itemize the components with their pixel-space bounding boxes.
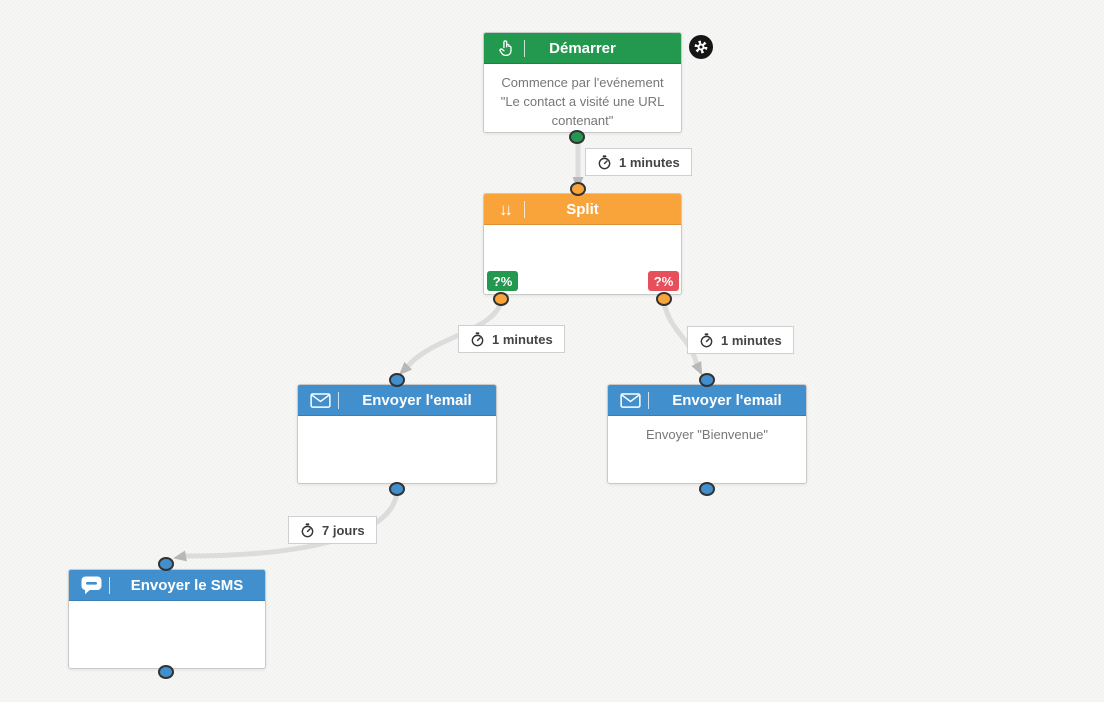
node-split[interactable]: ↓↓ Split ?% ?% [483, 193, 682, 295]
endpoint-email-left-output[interactable] [389, 482, 405, 496]
header-divider [524, 200, 525, 218]
node-email-right-header: Envoyer l'email [608, 385, 806, 416]
node-sms[interactable]: Envoyer le SMS [68, 569, 266, 669]
node-email-right-body: Envoyer "Bienvenue" [646, 427, 768, 442]
node-start-title: Démarrer [549, 39, 616, 57]
wait-label-email-sms[interactable]: 7 jours [288, 516, 377, 544]
node-sms-body [69, 601, 265, 668]
node-start-body: Commence par l'evénement "Le contact a v… [500, 75, 665, 128]
stopwatch-icon [301, 522, 314, 537]
wait-label-split-left[interactable]: 1 minutes [458, 325, 565, 353]
envelope-icon [616, 392, 644, 408]
node-email-right[interactable]: Envoyer l'email Envoyer "Bienvenue" [607, 384, 807, 484]
endpoint-email-right-output[interactable] [699, 482, 715, 496]
stopwatch-icon [598, 154, 611, 169]
speech-bubble-icon [77, 576, 105, 595]
stopwatch-icon [700, 332, 713, 347]
node-split-header: ↓↓ Split [484, 194, 681, 225]
stopwatch-icon [471, 331, 484, 346]
header-divider [109, 576, 110, 594]
envelope-icon [306, 392, 334, 408]
endpoint-email-right-input[interactable] [699, 373, 715, 387]
node-email-left-header: Envoyer l'email [298, 385, 496, 416]
wait-label-split-right[interactable]: 1 minutes [687, 326, 794, 354]
node-email-left-title: Envoyer l'email [362, 391, 472, 409]
node-split-title: Split [566, 200, 599, 218]
header-divider [524, 39, 525, 57]
node-sms-title: Envoyer le SMS [130, 576, 244, 594]
endpoint-start-output[interactable] [569, 130, 585, 144]
wait-label-start-split[interactable]: 1 minutes [585, 148, 692, 176]
wait-label-text: 1 minutes [492, 331, 553, 347]
wait-label-text: 7 jours [322, 522, 365, 538]
header-divider [338, 391, 339, 409]
node-email-right-title: Envoyer l'email [672, 391, 782, 409]
endpoint-split-input[interactable] [570, 182, 586, 196]
hand-pointer-icon [492, 39, 520, 58]
endpoint-email-left-input[interactable] [389, 373, 405, 387]
node-email-left-body [298, 416, 496, 483]
node-sms-header: Envoyer le SMS [69, 570, 265, 601]
split-percent-badge-left: ?% [487, 271, 518, 291]
gear-icon[interactable] [689, 35, 713, 59]
node-start-header: Démarrer [484, 33, 681, 64]
wait-label-text: 1 minutes [619, 154, 680, 170]
endpoint-sms-input[interactable] [158, 557, 174, 571]
endpoint-split-output-right[interactable] [656, 292, 672, 306]
wait-label-text: 1 minutes [721, 332, 782, 348]
endpoint-split-output-left[interactable] [493, 292, 509, 306]
node-start[interactable]: Démarrer Commence par l'evénement "Le co… [483, 32, 682, 133]
node-email-left[interactable]: Envoyer l'email [297, 384, 497, 484]
endpoint-sms-output[interactable] [158, 665, 174, 679]
double-down-arrows-icon: ↓↓ [499, 199, 513, 219]
header-divider [648, 391, 649, 409]
arrowhead-sms [173, 550, 187, 562]
split-percent-badge-right: ?% [648, 271, 679, 291]
